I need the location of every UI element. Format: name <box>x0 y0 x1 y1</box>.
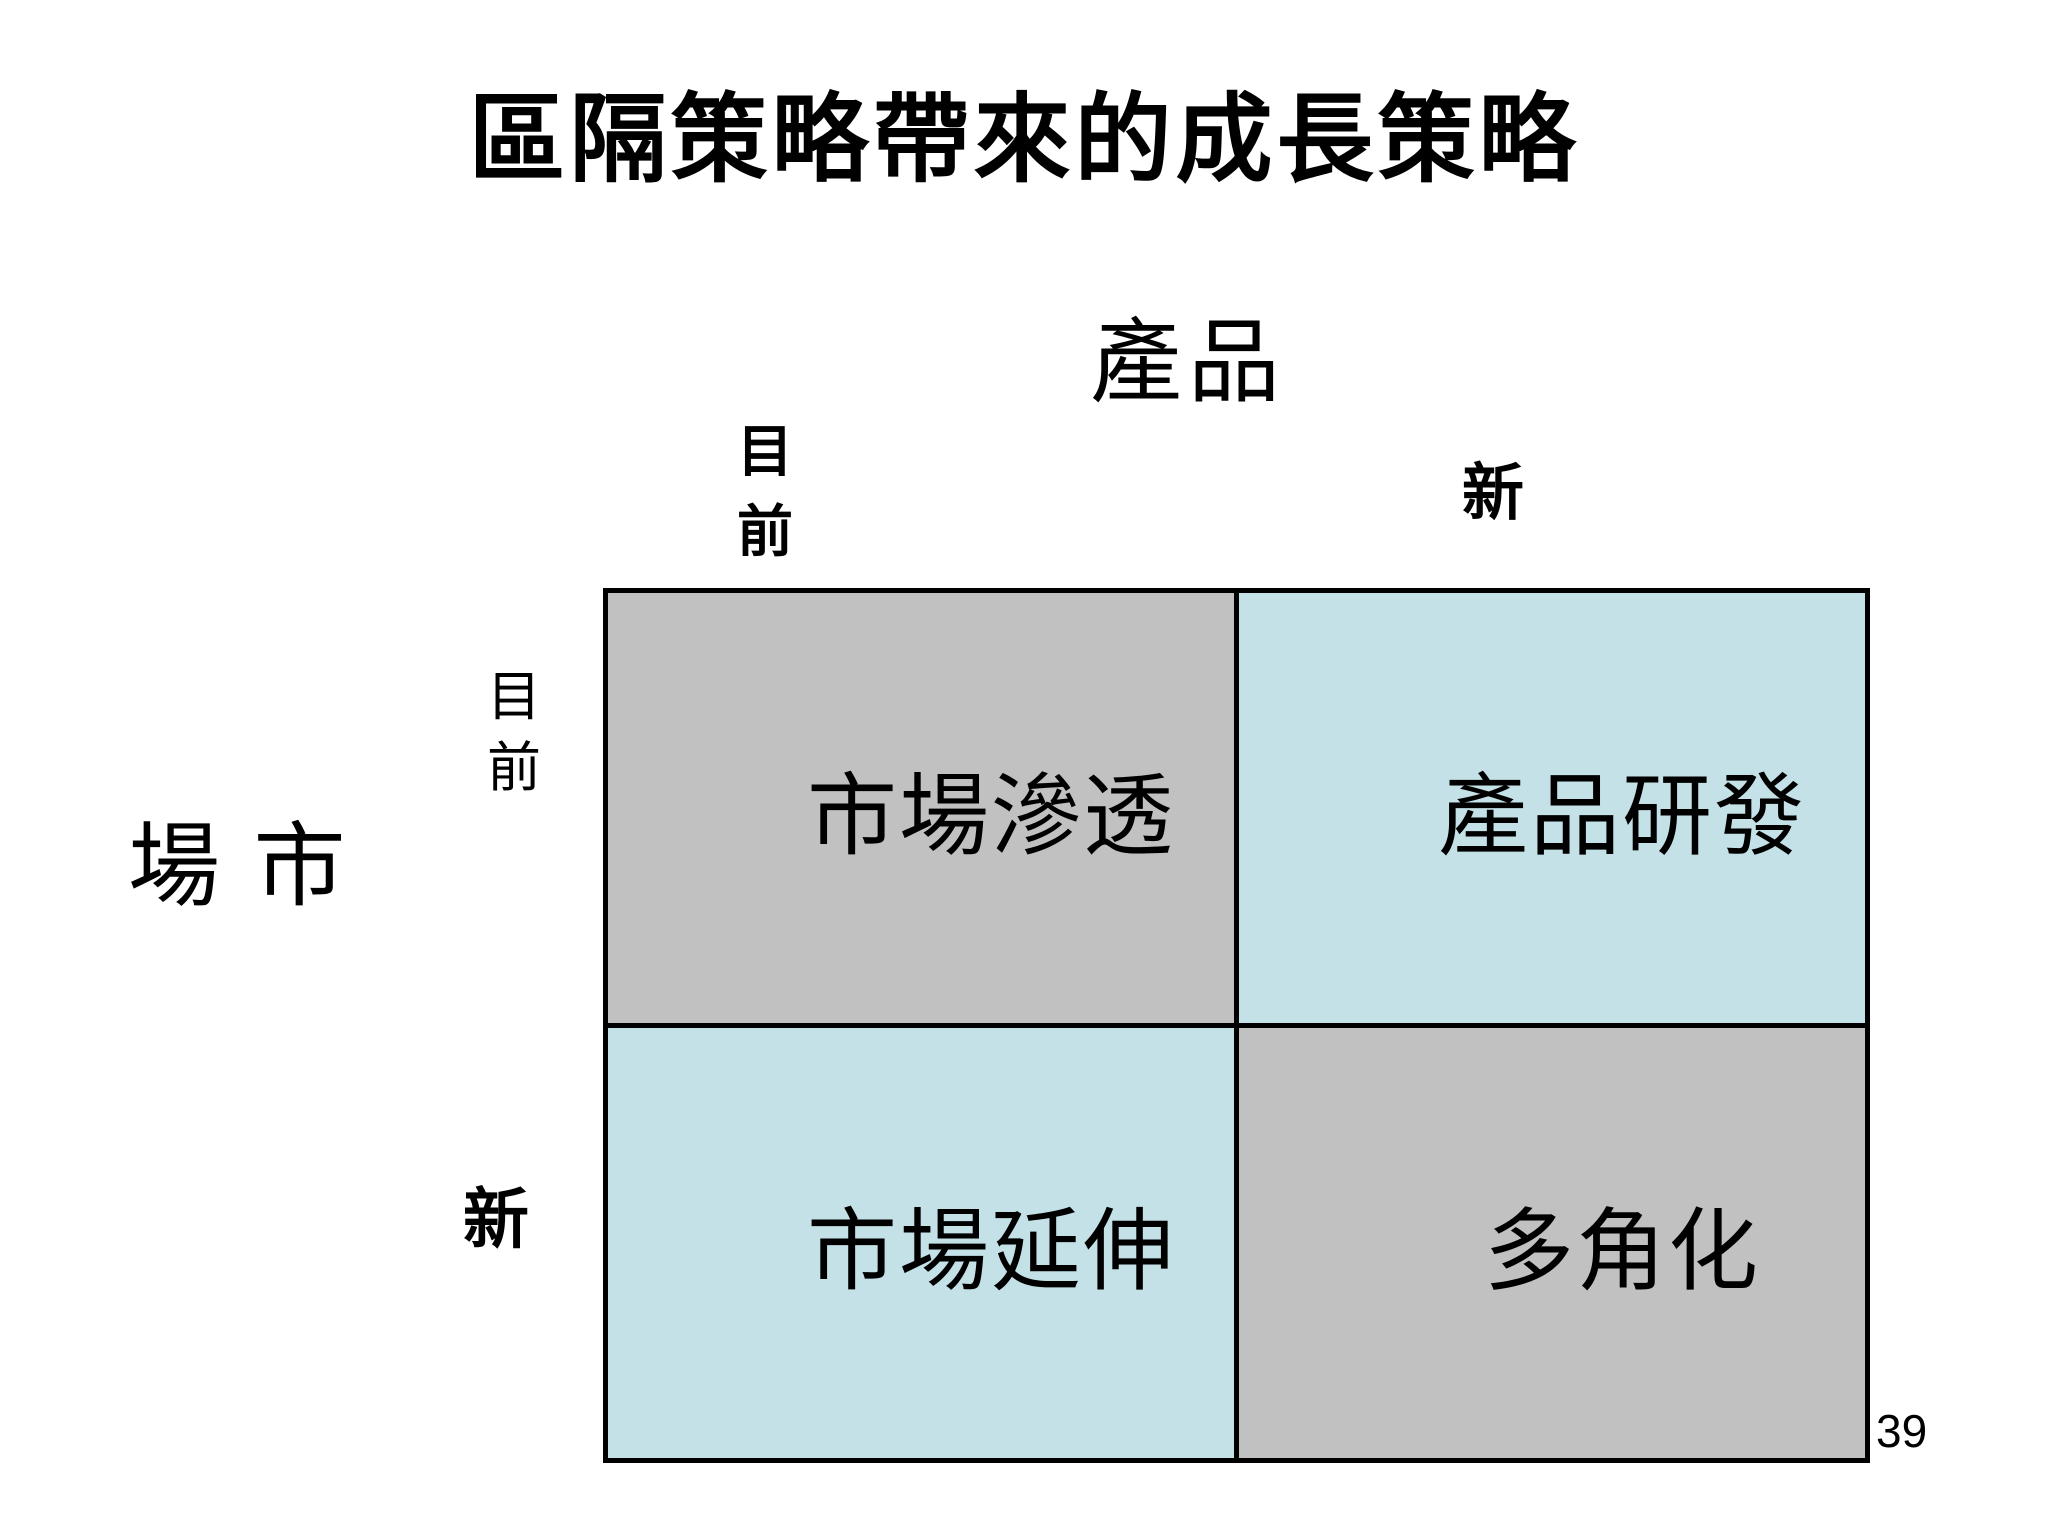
row-header-current: 目前 <box>487 667 541 799</box>
market-axis-label: 場 市 <box>128 816 350 918</box>
quadrant-label: 多角化 <box>1483 1202 1760 1303</box>
column-header-new: 新 <box>1462 459 1525 528</box>
quadrant-label: 市場滲透 <box>807 767 1175 868</box>
quadrant-diversification: 多角化 <box>1239 1028 1865 1458</box>
page-number: 39 <box>1876 1405 1928 1457</box>
quadrant-product-development: 產品研發 <box>1239 593 1865 1029</box>
product-axis-label: 產品 <box>1090 312 1287 414</box>
quadrant-label: 市場延伸 <box>807 1202 1175 1303</box>
quadrant-label: 產品研發 <box>1437 767 1806 868</box>
growth-strategy-matrix: 市場滲透 產品研發 市場延伸 多角化 <box>603 588 1870 1463</box>
slide-title: 區隔策略帶來的成長策略 <box>468 85 1580 194</box>
row-header-new: 新 <box>463 1182 529 1256</box>
quadrant-market-extension: 市場延伸 <box>608 1028 1239 1458</box>
quadrant-market-penetration: 市場滲透 <box>608 593 1239 1029</box>
column-header-current: 目前 <box>737 420 793 563</box>
